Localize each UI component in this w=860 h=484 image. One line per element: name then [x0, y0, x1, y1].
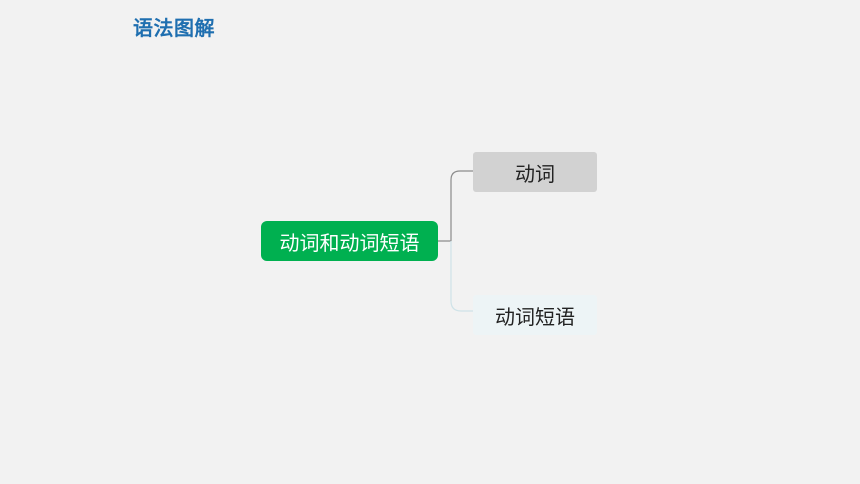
connector-to-child-1 [438, 170, 473, 242]
page-title: 语法图解 [133, 16, 215, 40]
mindmap-child-node-verb-phrase: 动词短语 [473, 295, 597, 335]
mindmap-root-node: 动词和动词短语 [261, 221, 438, 261]
child-node-label: 动词短语 [495, 304, 575, 329]
root-node-label: 动词和动词短语 [279, 230, 420, 255]
mindmap-child-node-verb: 动词 [473, 152, 597, 192]
connector-to-child-2 [450, 241, 473, 312]
child-node-label: 动词 [515, 161, 555, 186]
